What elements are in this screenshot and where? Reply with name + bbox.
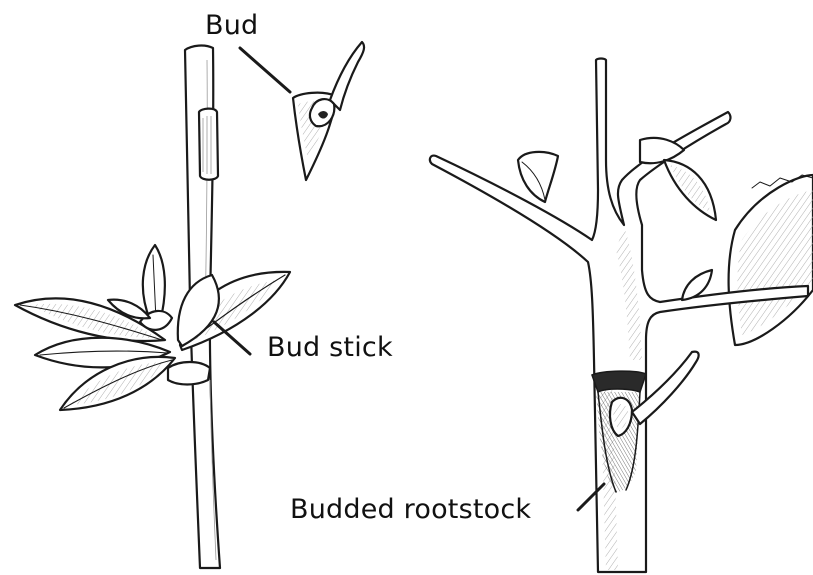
t-cut-flap (592, 371, 646, 392)
bud-drawing (240, 42, 364, 180)
bud-pointer (240, 48, 290, 92)
bud-stick-drawing (15, 46, 290, 568)
label-bud-stick: Bud stick (267, 332, 393, 363)
bud-stick-leaves (15, 245, 290, 410)
label-bud: Bud (205, 10, 258, 41)
label-budded-rootstock: Budded rootstock (290, 494, 531, 525)
bud-removal-scar (199, 109, 218, 180)
